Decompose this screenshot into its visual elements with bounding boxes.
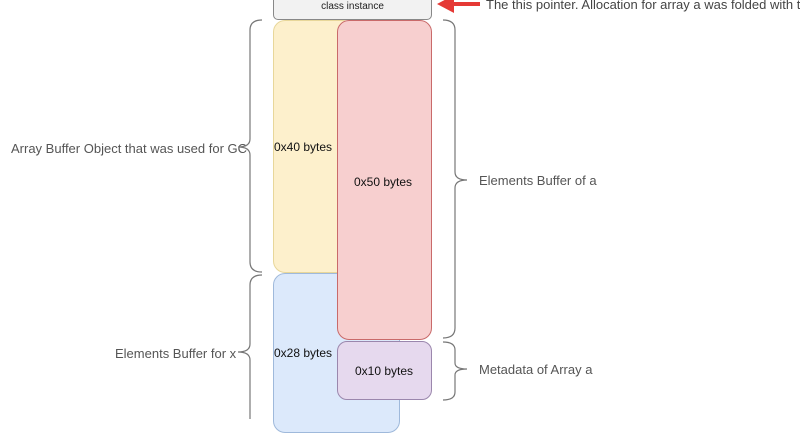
metadata-a-block	[337, 341, 432, 400]
pointer-note: The this pointer. Allocation for array a…	[486, 0, 800, 12]
this-pointer-arrow	[437, 0, 480, 13]
gc-buffer-brace	[237, 19, 263, 273]
class-instance-block: class instance	[273, 0, 432, 20]
metadata-a-brace	[442, 341, 468, 401]
elements-x-brace	[237, 274, 263, 419]
elements-x-size-label: 0x28 bytes	[274, 346, 333, 360]
gc-buffer-annotation: Array Buffer Object that was used for GC	[11, 141, 248, 156]
braces	[237, 19, 468, 419]
class-instance-label: class instance	[321, 1, 384, 12]
elements-a-size-label: 0x50 bytes	[354, 175, 413, 189]
elements-a-annotation: Elements Buffer of a	[479, 173, 597, 188]
gc-buffer-size-label: 0x40 bytes	[274, 140, 333, 154]
diagram-overlay	[237, 0, 480, 419]
elements-a-brace	[442, 19, 468, 339]
metadata-a-annotation: Metadata of Array a	[479, 362, 593, 377]
elements-x-annotation: Elements Buffer for x	[115, 346, 237, 361]
metadata-a-size-label: 0x10 bytes	[355, 364, 414, 378]
elements-a-block	[337, 20, 432, 340]
